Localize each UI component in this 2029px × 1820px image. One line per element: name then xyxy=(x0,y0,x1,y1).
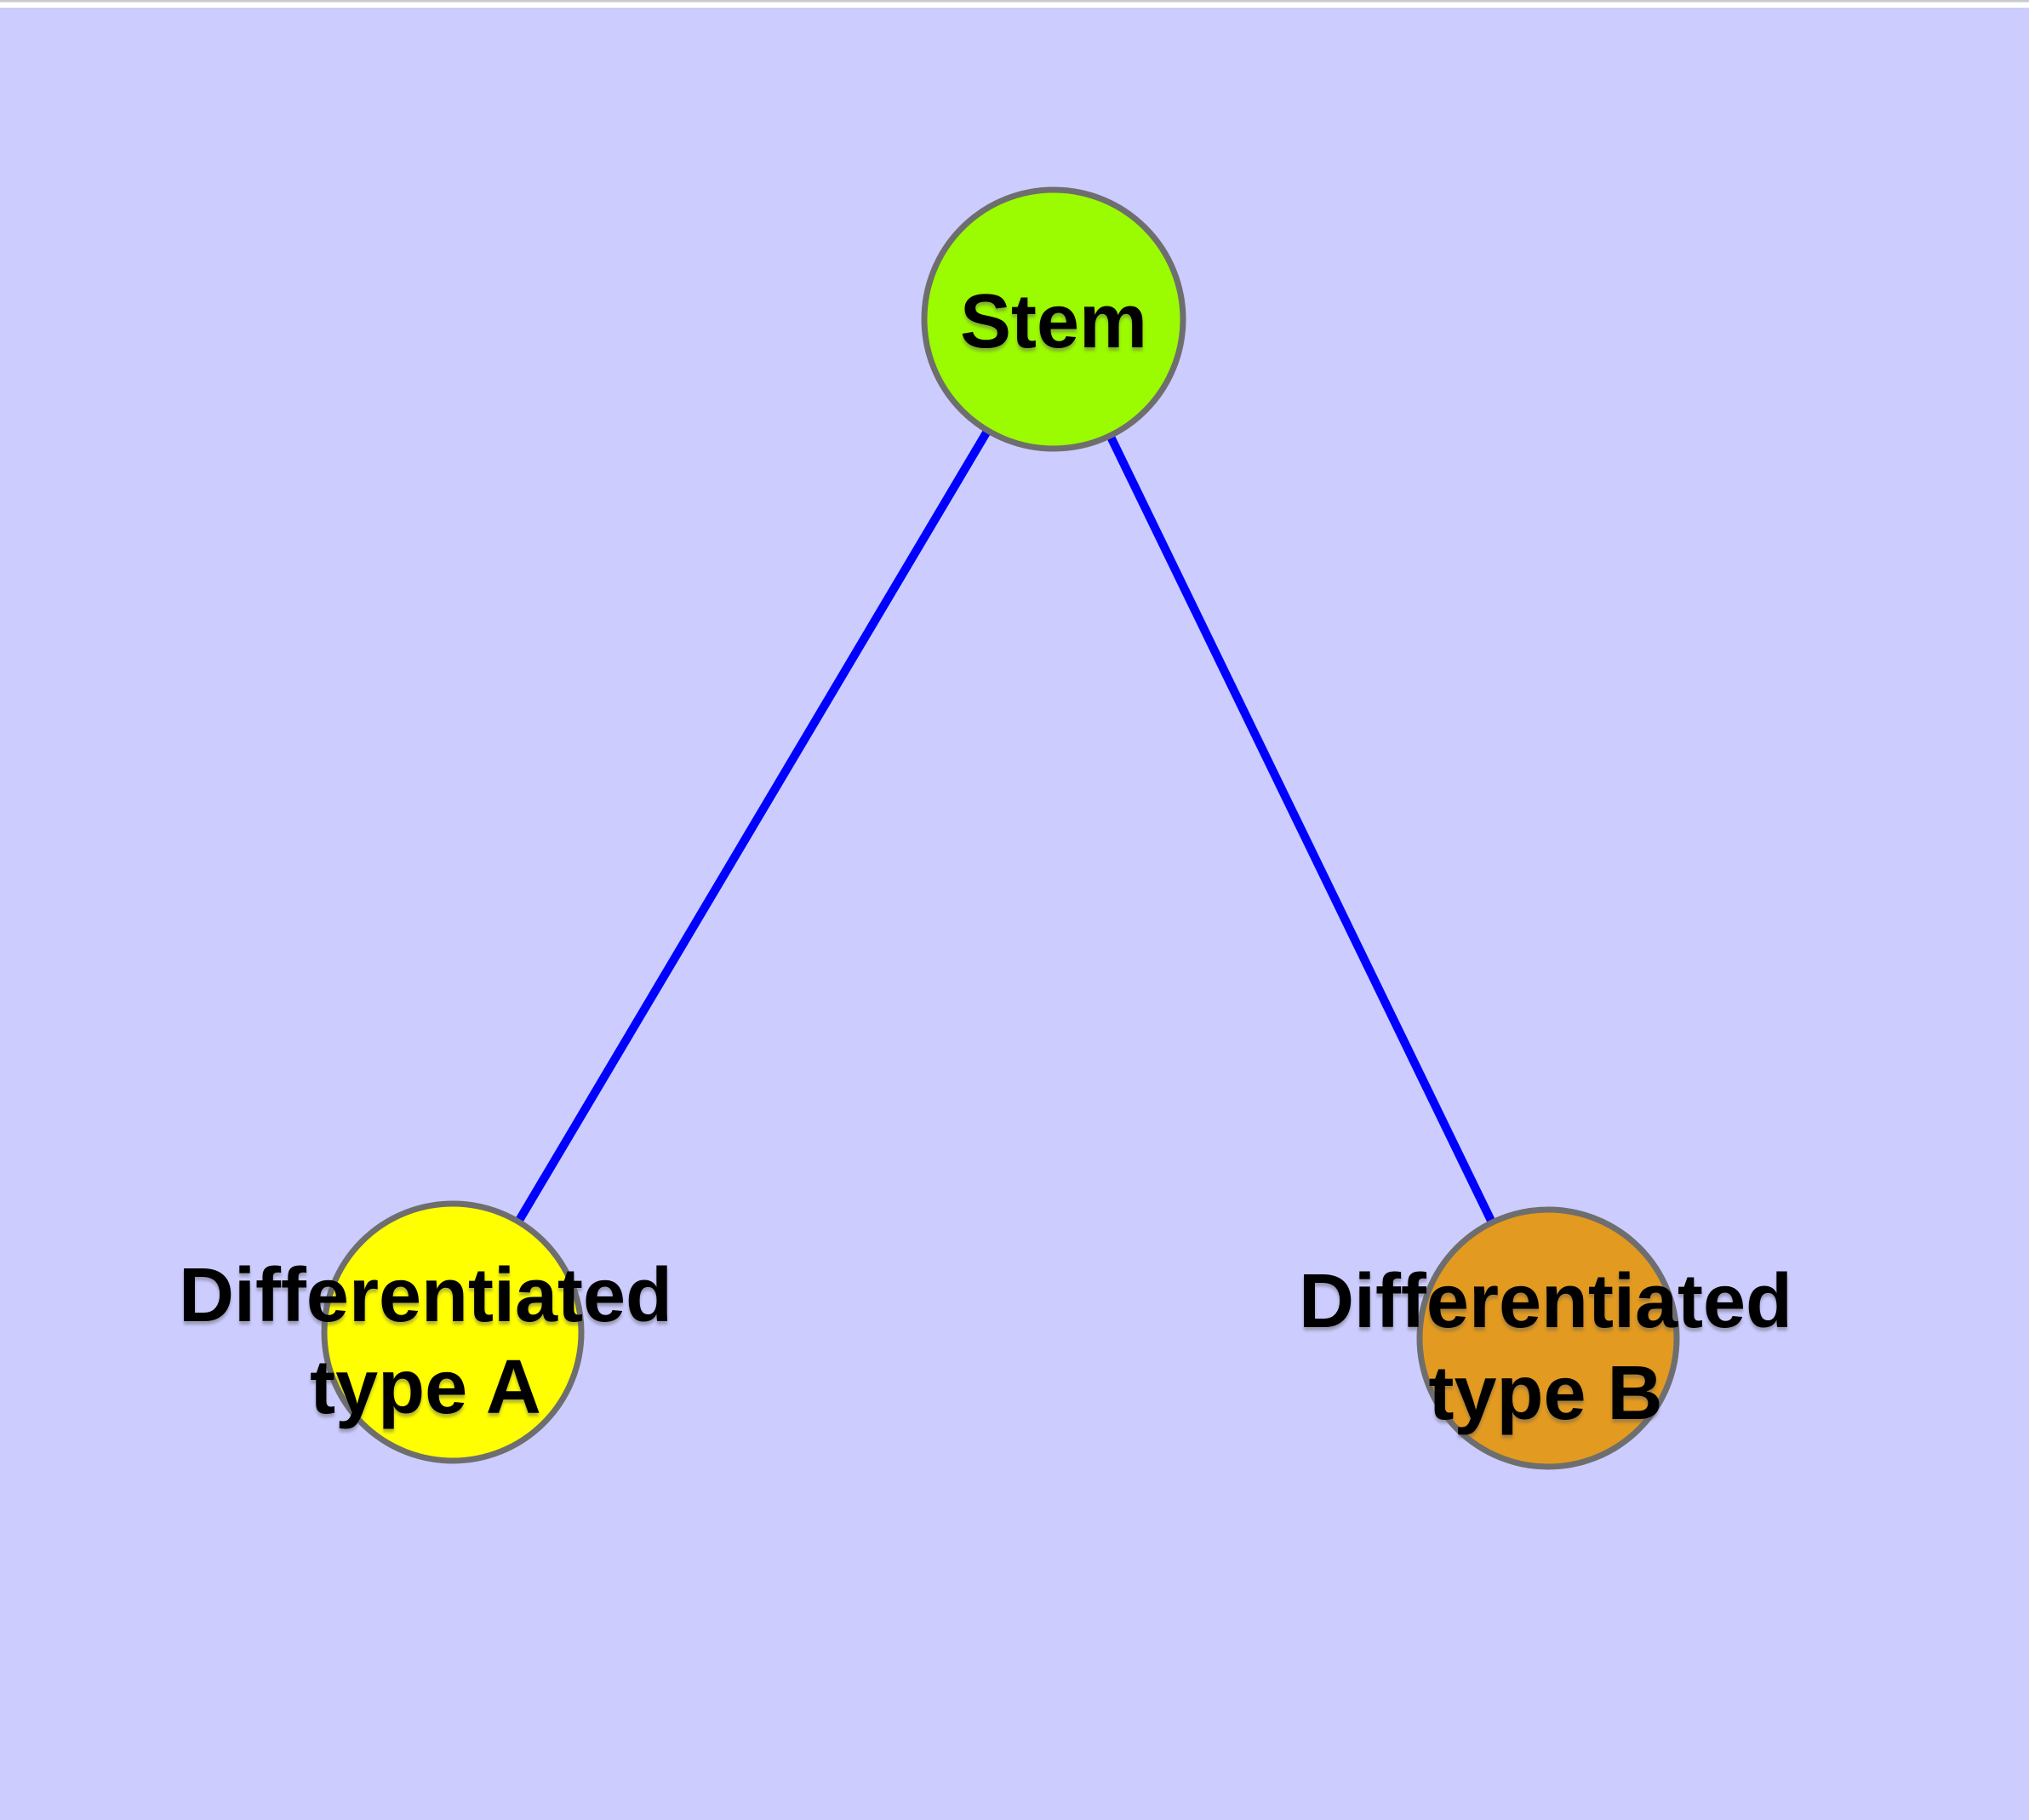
node-type-b-circle[interactable] xyxy=(1416,1206,1680,1470)
node-type-a-label-line1: Differentiated xyxy=(179,1253,672,1338)
node-type-a-label-line2: type A xyxy=(310,1345,541,1430)
node-type-a-circle[interactable] xyxy=(321,1200,585,1464)
node-stem-label: Stem xyxy=(960,279,1147,364)
edge-stem-to-type-b[interactable] xyxy=(1049,317,1552,1341)
node-type-b-label-line1: Differentiated xyxy=(1299,1259,1792,1344)
node-stem[interactable]: Stem xyxy=(921,186,1186,452)
top-window-strip xyxy=(0,0,2029,8)
node-type-b-label-line2: type B xyxy=(1428,1351,1662,1436)
node-differentiated-type-a[interactable]: Differentiated type A xyxy=(179,1200,672,1464)
node-stem-circle[interactable] xyxy=(921,186,1186,452)
edge-stem-to-type-a[interactable] xyxy=(449,317,1058,1335)
top-window-strip-line xyxy=(0,0,2029,3)
node-differentiated-type-b[interactable]: Differentiated type B xyxy=(1299,1206,1792,1470)
